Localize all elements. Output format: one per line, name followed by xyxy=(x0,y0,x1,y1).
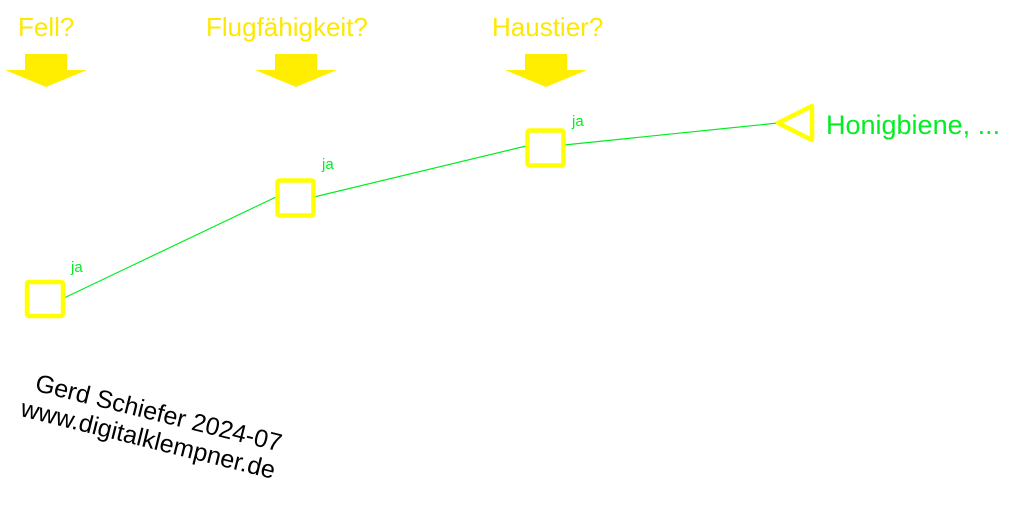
decision-node[interactable] xyxy=(24,279,66,319)
edge-line xyxy=(63,196,277,299)
arrow-down-icon xyxy=(505,54,587,87)
question-flugfaehigkeit: Flugfähigkeit? xyxy=(206,12,368,42)
decision-node[interactable] xyxy=(275,178,316,218)
edge-label-ja: ja xyxy=(321,156,334,173)
arrow-down-icon xyxy=(255,54,337,87)
question-haustier: Haustier? xyxy=(492,12,603,42)
question-fell: Fell? xyxy=(18,12,74,42)
decision-node[interactable] xyxy=(525,128,566,168)
leaf-triangle-icon[interactable] xyxy=(775,103,815,143)
leaf-label: Honigbiene, ... xyxy=(826,110,1000,140)
edge-line xyxy=(313,145,527,198)
arrow-down-icon xyxy=(5,54,87,87)
edge-label-ja: ja xyxy=(70,259,83,276)
credit-block: Gerd Schiefer 2024-07 www.digitalklempne… xyxy=(17,369,285,485)
edge-label-ja: ja xyxy=(571,113,584,130)
edge-line xyxy=(563,122,779,146)
